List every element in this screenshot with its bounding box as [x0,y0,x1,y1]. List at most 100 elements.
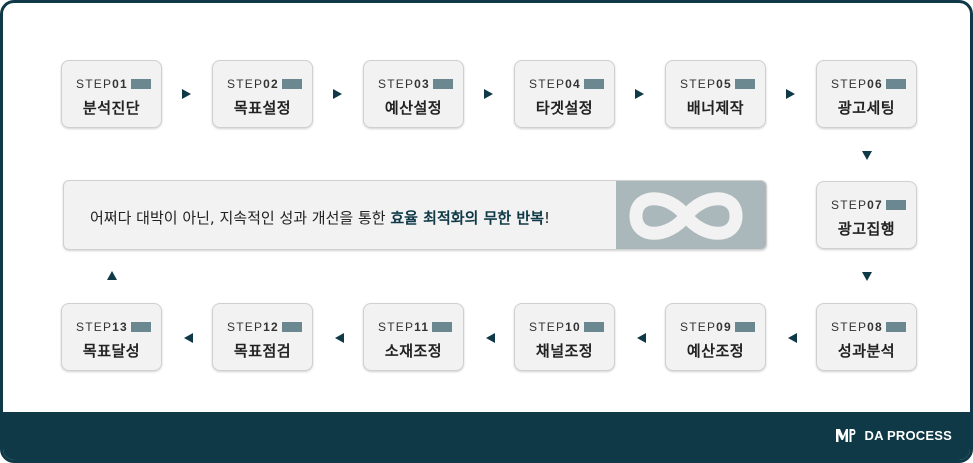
step-number: 04 [565,77,581,91]
step-number: 08 [867,320,883,334]
step-bar-icon [281,79,302,89]
step-bar-icon [885,322,906,332]
arrow-left-icon [788,333,797,343]
step-word: STEP [378,77,415,91]
step-bar-icon [281,322,302,332]
step-bar-icon [734,322,755,332]
step-02-name: 목표설정 [233,99,292,117]
arrow-right-icon [333,89,342,99]
step-bar-icon [583,79,604,89]
step-word: STEP [227,320,264,334]
arrow-right-icon [635,89,644,99]
step-word: STEP [680,320,717,334]
step-word: STEP [76,320,113,334]
step-word: STEP [529,320,566,334]
step-number: 07 [867,198,883,212]
step-bar-icon [734,79,755,89]
banner-text: 어쩌다 대박이 아닌, 지속적인 성과 개선을 통한 효율 최적화의 무한 반복… [90,207,550,228]
step-13-name: 목표달성 [82,342,141,360]
step-bar-icon [885,200,906,210]
brand-text: DA PROCESS [864,427,952,443]
banner-text-plain: 어쩌다 대박이 아닌, 지속적인 성과 개선을 통한 [90,209,391,227]
step-10-name: 채널조정 [535,342,594,360]
arrow-down-icon [862,272,872,281]
arrow-left-icon [184,333,193,343]
footer-bar: DA PROCESS [3,412,970,460]
step-07-name: 광고집행 [837,220,896,238]
step-number: 12 [263,320,279,334]
dp-logo-icon [835,429,855,442]
step-number: 05 [716,77,732,91]
banner-text-highlight: 효율 최적화의 무한 반복 [390,209,545,227]
step-05-name: 배너제작 [686,99,745,117]
step-word: STEP [680,77,717,91]
step-06-name: 광고세팅 [837,99,896,117]
step-number: 11 [414,320,430,334]
step-04-name: 타겟설정 [535,99,594,117]
loop-banner: 어쩌다 대박이 아닌, 지속적인 성과 개선을 통한 효율 최적화의 무한 반복… [63,180,767,250]
step-09-name: 예산조정 [686,342,745,360]
arrow-down-icon [862,151,872,160]
step-number: 02 [263,77,279,91]
step-bar-icon [130,322,151,332]
step-number: 06 [867,77,883,91]
step-word: STEP [831,198,868,212]
step-word: STEP [76,77,113,91]
step-12-name: 목표점검 [233,342,292,360]
step-number: 13 [112,320,128,334]
step-number: 09 [716,320,732,334]
step-bar-icon [432,322,453,332]
arrow-left-icon [335,333,344,343]
arrow-right-icon [786,89,795,99]
step-number: 01 [112,77,128,91]
step-word: STEP [227,77,264,91]
step-01-name: 분석진단 [82,99,141,117]
step-word: STEP [529,77,566,91]
step-08-name: 성과분석 [837,342,896,360]
step-bar-icon [432,79,453,89]
arrow-left-icon [486,333,495,343]
arrow-right-icon [484,89,493,99]
infinity-loop-icon [616,181,766,249]
banner-text-end: ! [544,209,551,227]
step-number: 10 [565,320,581,334]
arrow-left-icon [637,333,646,343]
arrow-right-icon [182,89,191,99]
arrow-up-icon [107,271,117,280]
step-word: STEP [831,77,868,91]
step-bar-icon [885,79,906,89]
step-word: STEP [378,320,415,334]
step-11-name: 소재조정 [384,342,443,360]
step-number: 03 [414,77,430,91]
step-word: STEP [831,320,868,334]
step-03-name: 예산설정 [384,99,443,117]
step-bar-icon [583,322,604,332]
